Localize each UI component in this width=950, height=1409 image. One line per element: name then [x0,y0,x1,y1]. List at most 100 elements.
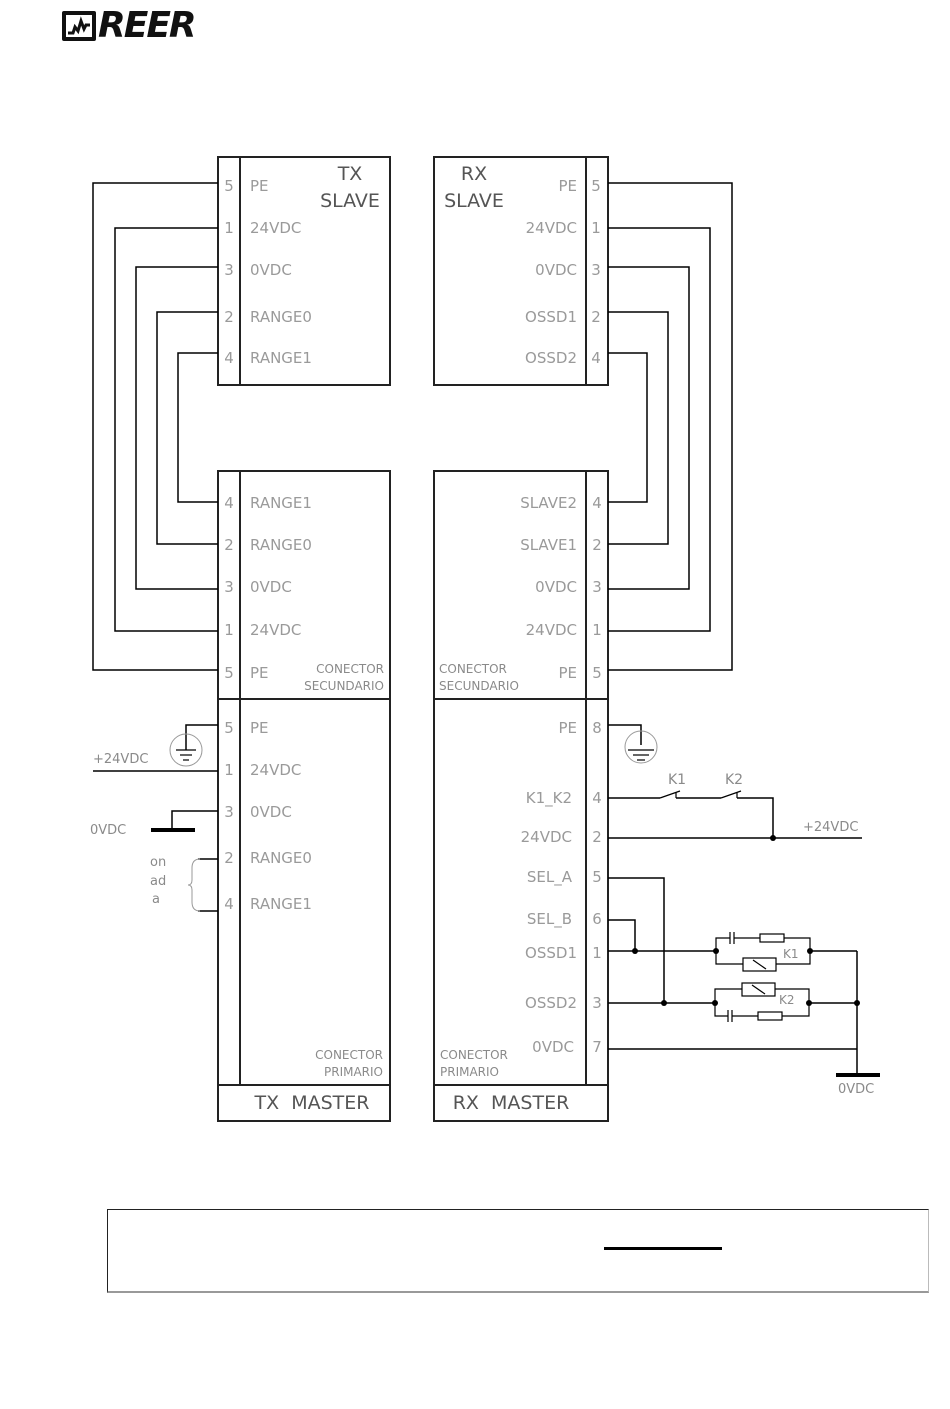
pin-number: 5 [224,719,234,737]
rx-slave-title-1: RX [461,163,487,185]
pin-number: 1 [224,761,234,779]
connector-label: PRIMARIO [440,1065,499,1079]
tx-slave-box [217,156,391,386]
tx-master-external-wiring: +24VDC 0VDC on ad a [90,724,218,912]
tx-master-box [217,470,391,1122]
logo-text: REER [98,5,197,46]
earth-ground-icon [169,733,203,767]
pin-label: 0VDC [250,261,292,279]
pin-number: 5 [592,868,602,886]
connector-label: PRIMARIO [324,1065,383,1079]
pin-label: PE [558,177,577,195]
relay-k1-network: K1 [715,932,813,972]
rx-master-box [433,470,609,1122]
resistor-icon [757,1011,783,1021]
pin-label: RANGE1 [250,895,312,913]
relay-k1-label: K1 [783,947,799,961]
wire-pe [608,182,733,671]
pin-label: SLAVE2 [520,494,577,512]
pin-number: 4 [224,349,234,367]
rx-master-primary-connector: PE 8 K1_K2 4 24VDC 2 SEL_A 5 SEL_B 6 OSS… [440,719,602,1079]
pin-label: 0VDC [250,578,292,596]
junction-dot [770,835,776,841]
pin-label: PE [558,664,577,682]
range-note-line: ad [150,874,166,889]
wire-ossd1-slave1 [608,311,669,545]
pin-label: OSSD1 [525,944,577,962]
pin-number: 2 [224,308,234,326]
pin-number: 4 [592,789,602,807]
pin-number: 1 [591,219,601,237]
pin-number: 5 [591,177,601,195]
wire-range1 [177,352,218,503]
pin-number: 3 [592,578,602,596]
tx-slave-title-1: TX [337,163,363,185]
note-box [107,1209,929,1293]
pin-number: 1 [224,219,234,237]
rx-interconnect-wires [608,182,733,671]
wire-sel-b [608,919,636,951]
pin-label: OSSD2 [525,349,577,367]
pin-label: RANGE1 [250,349,312,367]
pin-label: 24VDC [526,219,577,237]
pin-label: 24VDC [521,828,572,846]
contact-k1-label: K1 [668,772,686,788]
wire-pe-ground [185,724,218,750]
pin-number: 5 [224,177,234,195]
pin-label: 0VDC [250,803,292,821]
pin-label: 24VDC [250,761,301,779]
tx-master-unit: 4 RANGE1 2 RANGE0 3 0VDC 1 24VDC 5 PE CO… [217,470,391,1122]
range-note-line: on [150,855,166,870]
pin-label: K1_K2 [526,789,572,808]
tx-slave-unit: TX SLAVE 5 PE 1 24VDC 3 0VDC 2 RANGE0 4 … [217,156,391,386]
wire-pe [92,182,218,671]
wire-0vdc-ground [171,810,218,829]
ground-label: 0VDC [90,823,126,838]
pin-label: SLAVE1 [520,536,577,554]
pin-label: 0VDC [535,578,577,596]
rx-slave-unit: RX SLAVE PE 5 24VDC 1 0VDC 3 OSSD1 2 OSS… [433,156,609,386]
wire-pe-ground [608,724,642,745]
pin-number: 8 [592,719,602,737]
pin-label: OSSD2 [525,994,577,1012]
connector-label: SECUNDARIO [439,679,519,693]
connector-label: CONECTOR [440,1048,508,1062]
supply-label: +24VDC [93,752,148,767]
pin-label: PE [250,719,269,737]
pin-label: RANGE0 [250,849,312,867]
pin-number: 2 [591,308,601,326]
rx-master-title: RX MASTER [453,1092,570,1114]
wire-ossd2-slave2 [608,352,648,503]
pin-number: 3 [591,261,601,279]
connector-label: SECUNDARIO [304,679,384,693]
pin-label: SEL_B [527,910,572,929]
rx-slave-pins: PE 5 24VDC 1 0VDC 3 OSSD1 2 OSSD2 4 [525,177,601,367]
pin-number: 1 [592,944,602,962]
pin-label: PE [250,177,269,195]
capacitor-icon [729,932,735,944]
tx-master-secondary-connector: 4 RANGE1 2 RANGE0 3 0VDC 1 24VDC 5 PE CO… [224,494,384,693]
tx-slave-title-2: SLAVE [320,190,380,212]
pin-label: 24VDC [250,219,301,237]
pin-label: SEL_A [527,868,573,887]
junction-dot [661,1000,667,1006]
relay-k2-label: K2 [779,993,795,1007]
wire-sel-a [608,877,665,1003]
pin-number: 3 [592,994,602,1012]
tx-master-primary-connector: 5 PE 1 24VDC 3 0VDC 2 RANGE0 4 RANGE1 CO… [224,719,383,1079]
wire-k2-supply [737,797,774,838]
pin-number: 4 [591,349,601,367]
rx-slave-box [433,156,609,386]
wire-24vdc [608,227,711,632]
tx-master-title: TX MASTER [254,1092,370,1114]
connector-label: CONECTOR [315,1048,383,1062]
tx-slave-pins: 5 PE 1 24VDC 3 0VDC 2 RANGE0 4 RANGE1 [224,177,312,367]
pin-number: 7 [592,1038,602,1056]
pin-number: 1 [224,621,234,639]
capacitor-icon [727,1010,733,1022]
rx-master-secondary-connector: SLAVE2 4 SLAVE1 2 0VDC 3 24VDC 1 PE 5 CO… [439,494,602,693]
pin-label: 0VDC [532,1038,574,1056]
rx-master-unit: SLAVE2 4 SLAVE1 2 0VDC 3 24VDC 1 PE 5 CO… [433,470,609,1122]
pin-number: 2 [592,536,602,554]
